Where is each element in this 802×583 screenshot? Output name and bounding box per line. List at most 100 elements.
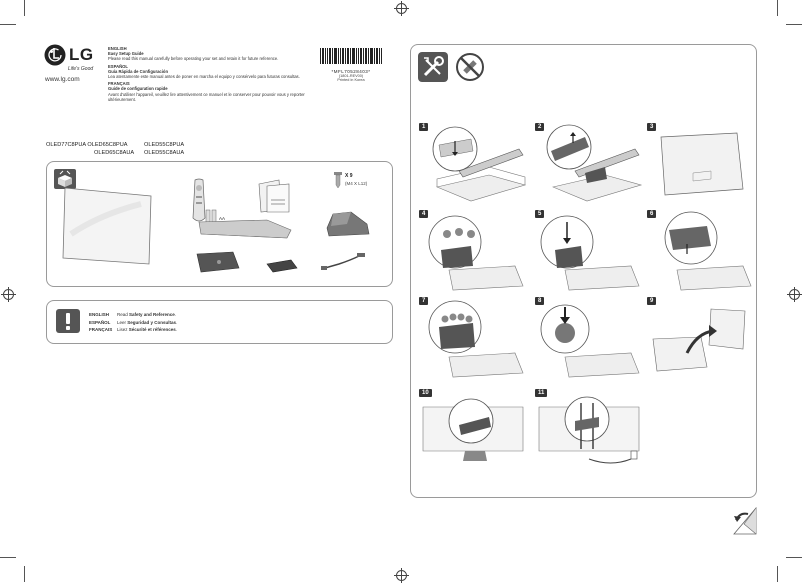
brand-url[interactable]: www.lg.com: [45, 76, 80, 83]
step-4-illustration: [428, 215, 524, 291]
step-6: 6: [647, 210, 755, 291]
intro-text: Lea atentamente este manual antes de pon…: [108, 74, 300, 80]
intro-lang: ESPAÑOL: [108, 63, 128, 69]
safety-post: .: [175, 327, 178, 332]
screw-count: X 9: [345, 173, 353, 179]
screw-spec: (M4 X L12): [345, 181, 368, 186]
barcode-bars: [320, 48, 382, 64]
step-9: 9: [647, 297, 755, 377]
model-line1: OLED77C8PUA OLED65C8PUA: [46, 142, 128, 148]
crop-mark: [24, 0, 25, 16]
registration-mark-left: [1, 287, 16, 302]
step-number: 5: [535, 210, 545, 218]
crop-mark: [0, 557, 16, 558]
safety-doc-title: Safety and Reference: [129, 312, 175, 317]
intro-title: Guide de configuration rapide: [108, 86, 168, 92]
brand-tagline: Life's Good: [68, 66, 94, 72]
step-number: 8: [535, 297, 545, 305]
brand-name: LG: [69, 45, 94, 64]
step-number: 9: [647, 297, 657, 305]
registration-mark-right: [787, 287, 802, 302]
safety-row-es: ESPAÑOL Leer Seguridad y Consultas.: [89, 319, 177, 327]
safety-pre: Read: [117, 312, 130, 317]
crop-mark: [786, 24, 802, 25]
crop-mark: [777, 566, 778, 582]
step-1: 1: [419, 123, 527, 203]
intro-title: Guía Rápida de Configuración: [108, 68, 169, 74]
step-number: 11: [535, 389, 548, 397]
intro-text: Avant d'utiliser l'appareil, veuillez li…: [108, 91, 305, 102]
barcode-text: *MFL70528403*: [331, 69, 371, 74]
crop-mark: [777, 0, 778, 16]
model-line2b: OLED55C8AUA: [144, 150, 185, 156]
cable-illustration: [321, 253, 365, 270]
accessories-panel: AA X 9 (M4 X L12): [46, 161, 393, 287]
intro-es: ESPAÑOL Guía Rápida de Configuración Lea…: [108, 64, 318, 80]
step-number: 6: [647, 210, 657, 218]
lg-logo: LG Life's Good: [44, 44, 94, 74]
step-4: 4: [419, 210, 527, 291]
step-number: 4: [419, 210, 429, 218]
intro-lang: ENGLISH: [108, 46, 127, 51]
cable-cover-illustration: [266, 259, 298, 273]
stand-body-illustration: [326, 211, 370, 237]
intro-fr: FRANÇAIS Guide de configuration rapide A…: [108, 81, 318, 102]
barcode: *MFL70528403* (1801-REV00) Printed in Ko…: [320, 48, 382, 82]
steps-panel: 1 2 3 4: [410, 44, 757, 498]
step-8: 8: [535, 297, 643, 378]
step-10-illustration: [422, 398, 524, 461]
intro-title: Easy Setup Guide: [108, 51, 144, 57]
step-number: 3: [647, 123, 657, 131]
intro-block: ENGLISH Easy Setup Guide Please read thi…: [108, 46, 318, 102]
step-10: 10: [419, 389, 527, 469]
safety-panel: ENGLISH Read Safety and Reference. ESPAÑO…: [46, 300, 393, 344]
stand-base-illustration: [198, 219, 292, 239]
intro-en: ENGLISH Easy Setup Guide Please read thi…: [108, 46, 318, 62]
step-3-illustration: [660, 132, 744, 196]
step-7-illustration: [428, 300, 524, 378]
safety-list: ENGLISH Read Safety and Reference. ESPAÑO…: [89, 311, 177, 334]
box-icon: [54, 169, 76, 189]
safety-post: .: [176, 319, 178, 325]
crop-mark: [24, 566, 25, 582]
barcode-sub1: (1801-REV00): [338, 74, 364, 78]
intro-lang: FRANÇAIS: [108, 81, 130, 87]
step-6-illustration: [664, 211, 752, 291]
manuals-illustration: [258, 179, 290, 213]
safety-lang: FRANÇAIS: [89, 327, 113, 332]
step-5: 5: [535, 210, 643, 291]
step-2-illustration: [546, 124, 643, 202]
barcode-sub2: Printed in Korea: [337, 78, 365, 82]
step-3: 3: [647, 123, 755, 203]
registration-mark-top: [394, 1, 409, 16]
safety-row-fr: FRANÇAIS Lisez Sécurité et références.: [89, 326, 177, 334]
tools-icon: [418, 52, 448, 82]
step-11-illustration: [538, 396, 640, 464]
step-2: 2: [535, 123, 643, 203]
safety-pre: Leer: [117, 319, 128, 325]
safety-pre: Lisez: [117, 327, 129, 332]
step-8-illustration: [540, 304, 640, 378]
back-cover-illustration: [196, 251, 240, 273]
step-number: 10: [419, 389, 432, 397]
tv-panel-illustration: [62, 187, 152, 265]
model-line1b: OLED55C8PUA: [144, 142, 185, 148]
no-drill-icon: [455, 52, 485, 82]
crop-mark: [786, 557, 802, 558]
battery-label: AA: [219, 216, 226, 221]
remote-control-illustration: [192, 178, 206, 222]
step-5-illustration: [540, 215, 640, 291]
step-1-illustration: [432, 126, 527, 202]
safety-doc-title: Sécurité et références: [128, 327, 176, 332]
step-number: 2: [535, 123, 545, 131]
step-7: 7: [419, 297, 527, 378]
crop-mark: [0, 24, 16, 25]
safety-doc-title: Seguridad y Consultas: [127, 319, 177, 325]
step-number: 1: [419, 123, 429, 131]
model-line2: OLED65C8AUA: [94, 150, 135, 156]
safety-lang: ESPAÑOL: [89, 319, 111, 325]
page-turn-icon: [733, 506, 757, 535]
step-9-illustration: [652, 308, 746, 372]
safety-lang: ENGLISH: [89, 312, 110, 317]
